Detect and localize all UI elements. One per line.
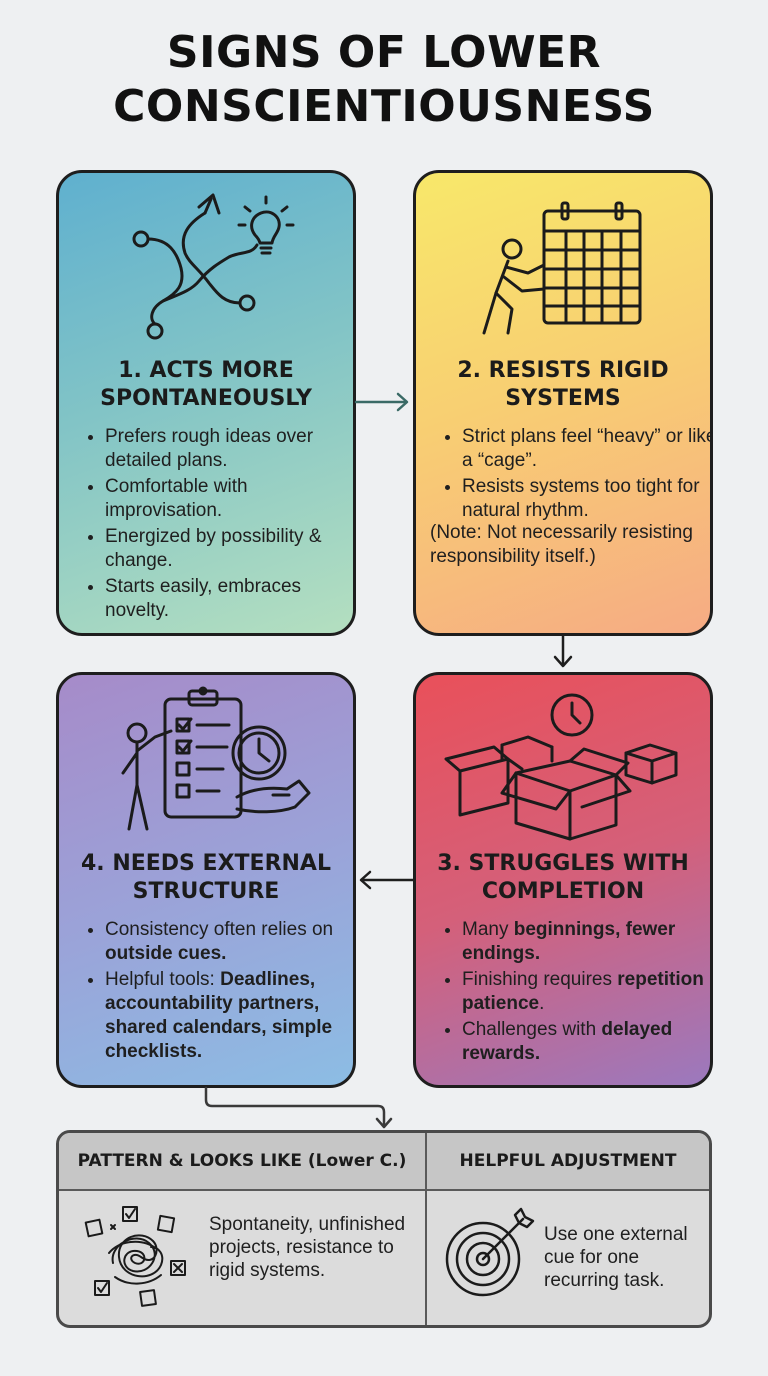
table-header-row: PATTERN & LOOKS LIKE (Lower C.) HELPFUL … bbox=[59, 1133, 709, 1191]
list-item: Energized by possibility & change. bbox=[105, 525, 353, 573]
column-divider bbox=[425, 1133, 427, 1325]
person-checklist-clock-icon bbox=[121, 686, 311, 831]
adjustment-description: Use one external cue for one recurring t… bbox=[544, 1224, 688, 1291]
title-line-1: SIGNS OF LOWER bbox=[166, 27, 602, 78]
note-text: (Note: Not necessarily resisting respons… bbox=[430, 522, 693, 567]
list-item: Many beginnings, fewer endings. bbox=[462, 918, 710, 966]
column-header-adjustment: HELPFUL ADJUSTMENT bbox=[459, 1151, 677, 1171]
scribble-checkboxes-icon bbox=[84, 1206, 186, 1307]
list-item: Challenges with delayed rewards. bbox=[462, 1018, 710, 1066]
list-item: Finishing requires repetition & patience… bbox=[462, 968, 710, 1016]
list-item: Starts easily, embraces novelty. bbox=[105, 575, 353, 623]
summary-table: PATTERN & LOOKS LIKE (Lower C.) HELPFUL … bbox=[56, 1130, 712, 1328]
list-item: Strict plans feel “heavy” or like a “cag… bbox=[462, 425, 710, 473]
bullet-list: Strict plans feel “heavy” or like a “cag… bbox=[428, 425, 710, 525]
open-boxes-clock-icon bbox=[444, 693, 678, 841]
title-line-2: CONSCIENTIOUSNESS bbox=[113, 81, 655, 132]
bullet-list: Many beginnings, fewer endings. Finishin… bbox=[428, 918, 710, 1068]
list-item: Helpful tools: Deadlines, accountability… bbox=[105, 968, 353, 1064]
list-item: Resists systems too tight for natural rh… bbox=[462, 475, 710, 523]
page-title: SIGNS OF LOWER CONSCIENTIOUSNESS bbox=[0, 26, 768, 134]
bullet-list: Consistency often relies on outside cues… bbox=[79, 918, 353, 1066]
pattern-description: Spontaneity, unfinished projects, resist… bbox=[209, 1214, 406, 1281]
arrow-card4-to-table bbox=[204, 1086, 393, 1129]
person-pushing-calendar-icon bbox=[482, 201, 642, 335]
winding-arrow-lightbulb-icon bbox=[132, 193, 295, 340]
target-arrow-icon bbox=[445, 1207, 535, 1297]
bullet-list: Prefers rough ideas over detailed plans.… bbox=[79, 425, 353, 625]
column-header-pattern: PATTERN & LOOKS LIKE (Lower C.) bbox=[77, 1151, 407, 1171]
arrow-card1-to-card2 bbox=[354, 392, 409, 412]
list-item: Comfortable with improvisation. bbox=[105, 475, 353, 523]
arrow-card2-to-card3 bbox=[553, 634, 573, 668]
list-item: Prefers rough ideas over detailed plans. bbox=[105, 425, 353, 473]
arrow-card3-to-card4 bbox=[359, 870, 415, 890]
list-item: Consistency often relies on outside cues… bbox=[105, 918, 353, 966]
